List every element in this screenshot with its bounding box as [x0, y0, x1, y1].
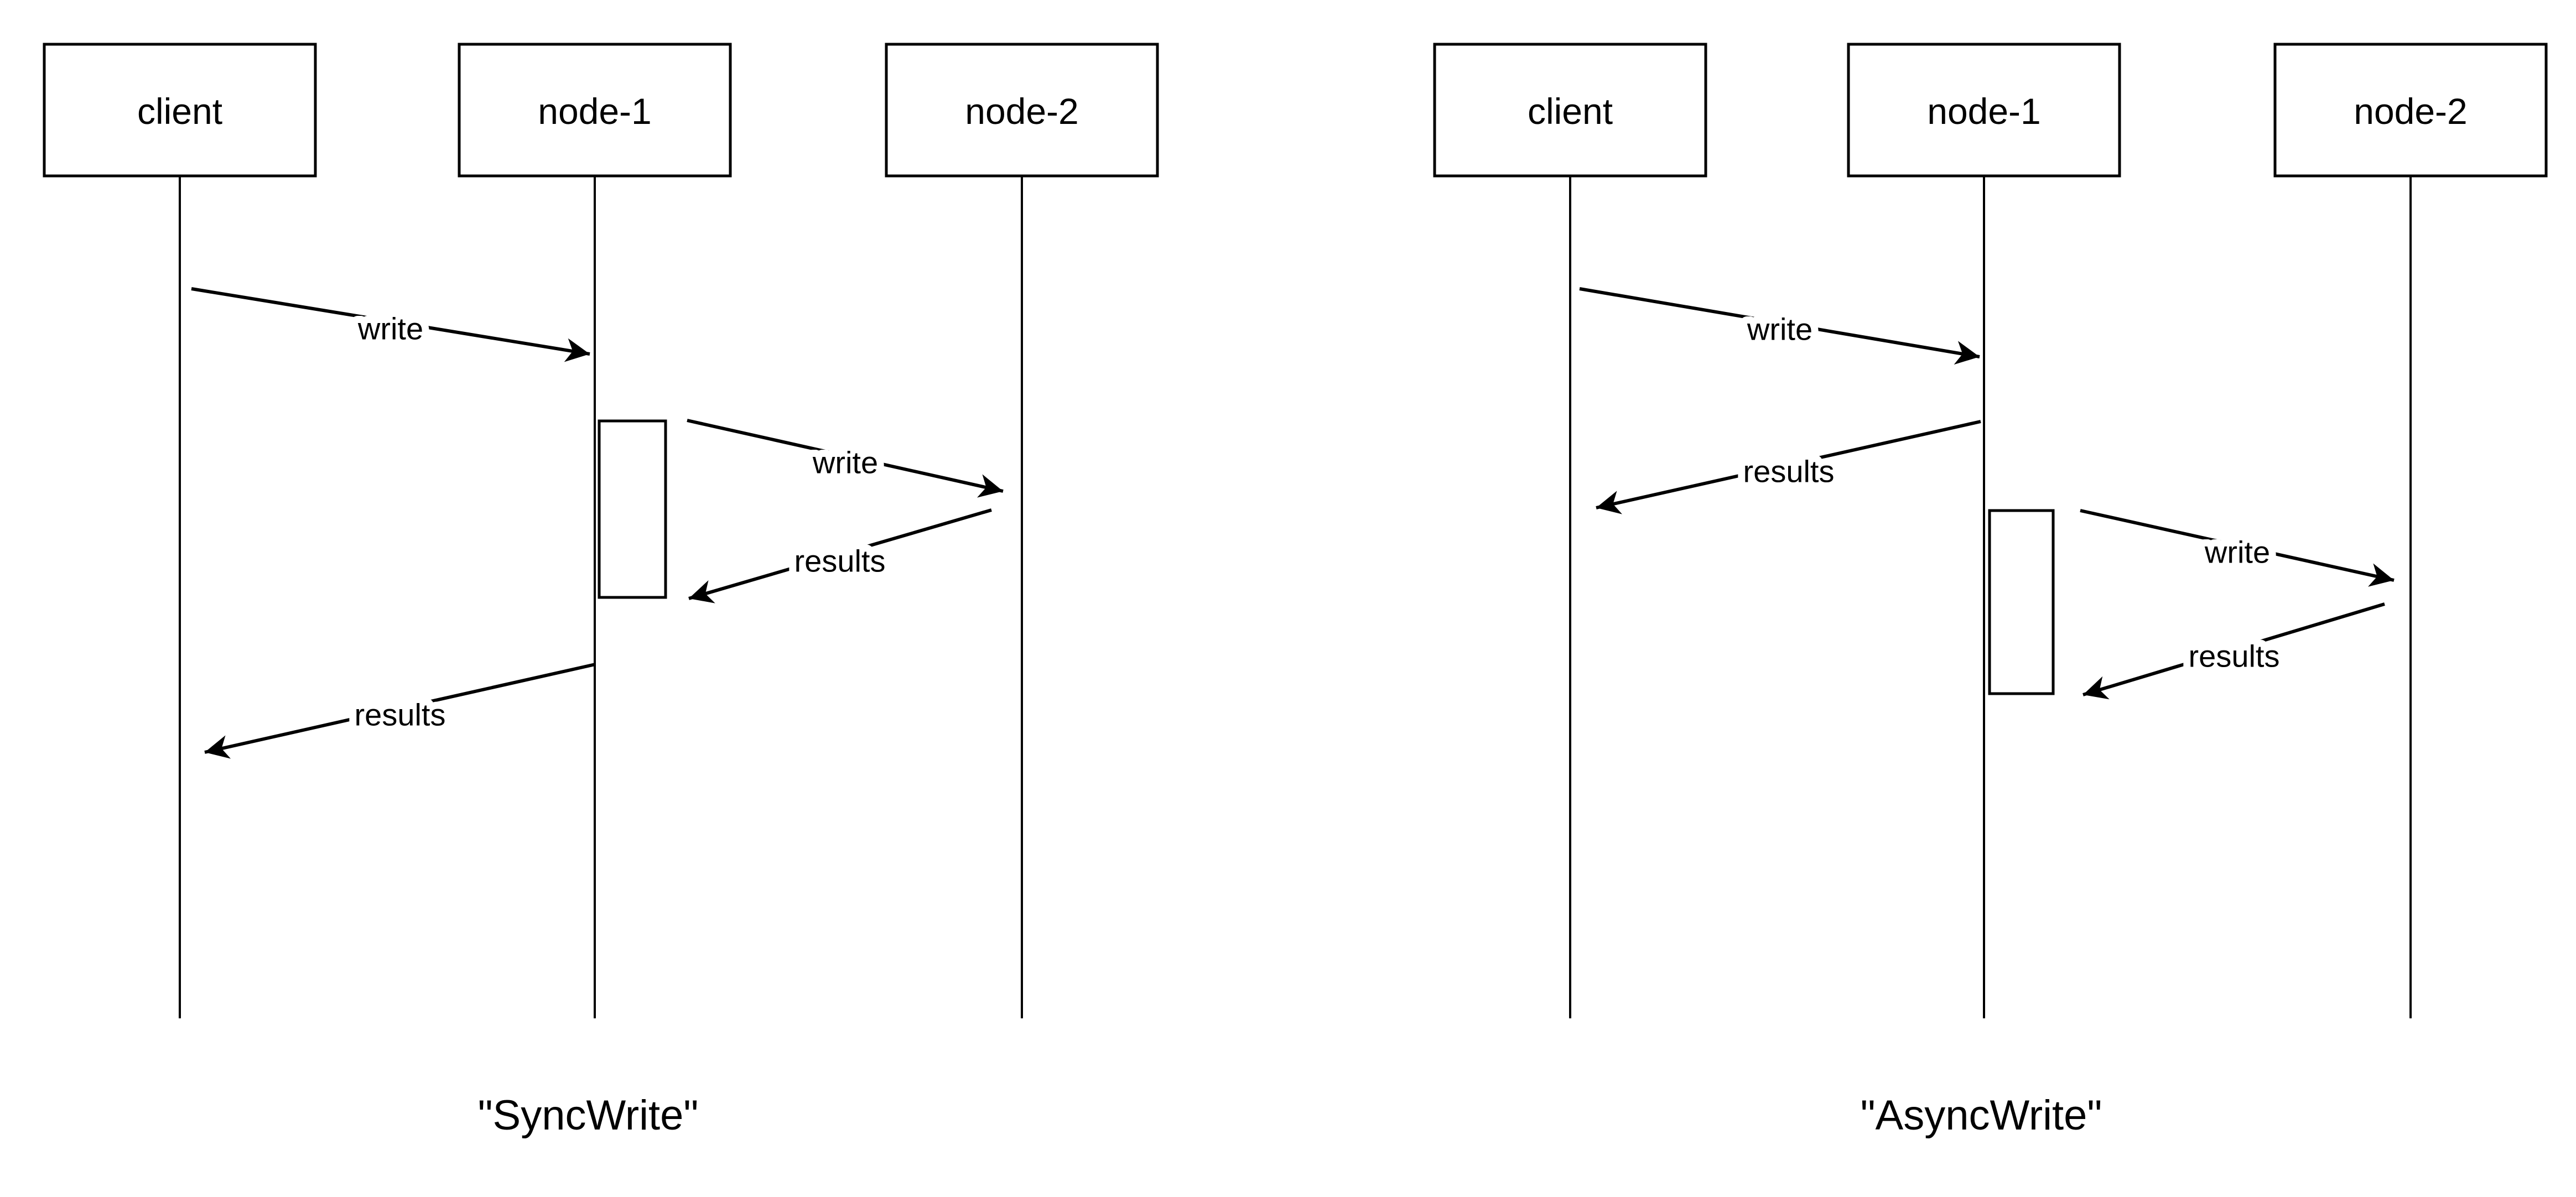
message-label-write: write: [357, 311, 423, 346]
diagram-asyncwrite: client node-1 node-2 write results write…: [1433, 43, 2548, 1139]
message-label-write: write: [2204, 535, 2270, 570]
message-arrow-write-client-to-node-1: [191, 287, 590, 362]
message-arrow-results-node-2-to-node-1: [2082, 602, 2385, 700]
message-arrow-results-node-1-to-client: [204, 663, 596, 759]
message-arrow-results-node-1-to-client: [1596, 420, 1981, 514]
actor-label-node-1: node-1: [538, 91, 652, 132]
message-label-write: write: [1747, 312, 1812, 347]
message-arrow-write-node-1-to-node-2: [687, 419, 1004, 498]
message-arrow-write-node-1-to-node-2: [2080, 509, 2395, 587]
diagram-caption-syncwrite: "SyncWrite": [478, 1092, 699, 1139]
message-label-write: write: [812, 445, 878, 480]
actor-box-node-2: [2273, 43, 2548, 178]
message-label-results: results: [794, 544, 886, 579]
actor-box-client: [43, 43, 317, 178]
message-label-results: results: [1743, 454, 1835, 489]
actor-label-node-2: node-2: [2354, 91, 2468, 132]
diagram-caption-asyncwrite: "AsyncWrite": [1861, 1092, 2102, 1139]
message-label-results: results: [355, 698, 446, 732]
diagram-syncwrite: client node-1 node-2 write write results…: [43, 43, 1159, 1139]
message-arrow-write-client-to-node-1: [1579, 287, 1980, 365]
actor-box-node-2: [885, 43, 1159, 178]
actor-label-client: client: [1528, 91, 1613, 132]
actor-box-client: [1433, 43, 1707, 178]
activation-box-node-1: [1988, 509, 2055, 695]
message-arrow-results-node-2-to-node-1: [688, 508, 992, 603]
actor-label-client: client: [137, 91, 222, 132]
actor-label-node-2: node-2: [965, 91, 1079, 132]
actor-box-node-1: [1847, 43, 2121, 178]
activation-box-node-1: [598, 419, 667, 599]
actor-box-node-1: [458, 43, 732, 178]
actor-label-node-1: node-1: [1927, 91, 2041, 132]
message-label-results: results: [2189, 639, 2280, 674]
